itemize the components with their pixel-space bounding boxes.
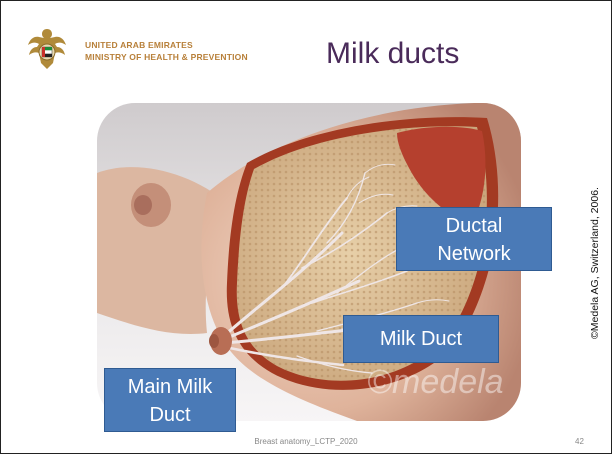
slide-title: Milk ducts xyxy=(326,37,459,71)
callout-ductal-network-line-2: Network xyxy=(397,240,551,268)
organization-name: UNITED ARAB EMIRATES MINISTRY OF HEALTH … xyxy=(85,39,248,63)
org-line-2: MINISTRY OF HEALTH & PREVENTION xyxy=(85,51,248,63)
callout-main-milk-duct: Main Milk Duct xyxy=(104,368,236,432)
callout-main-milk-duct-line-1: Main Milk xyxy=(105,373,235,401)
footer-text: Breast anatomy_LCTP_2020 xyxy=(1,437,611,446)
uae-falcon-emblem-icon xyxy=(27,25,67,71)
page-number: 42 xyxy=(575,437,584,446)
medela-watermark: ©medela xyxy=(367,363,504,401)
callout-main-milk-duct-line-2: Duct xyxy=(105,401,235,429)
org-line-1: UNITED ARAB EMIRATES xyxy=(85,39,248,51)
callout-ductal-network-line-1: Ductal xyxy=(397,212,551,240)
callout-ductal-network: Ductal Network xyxy=(396,207,552,271)
image-credit: ©Medela AG, Switzerland, 2006. xyxy=(589,187,601,339)
callout-milk-duct: Milk Duct xyxy=(343,315,499,363)
